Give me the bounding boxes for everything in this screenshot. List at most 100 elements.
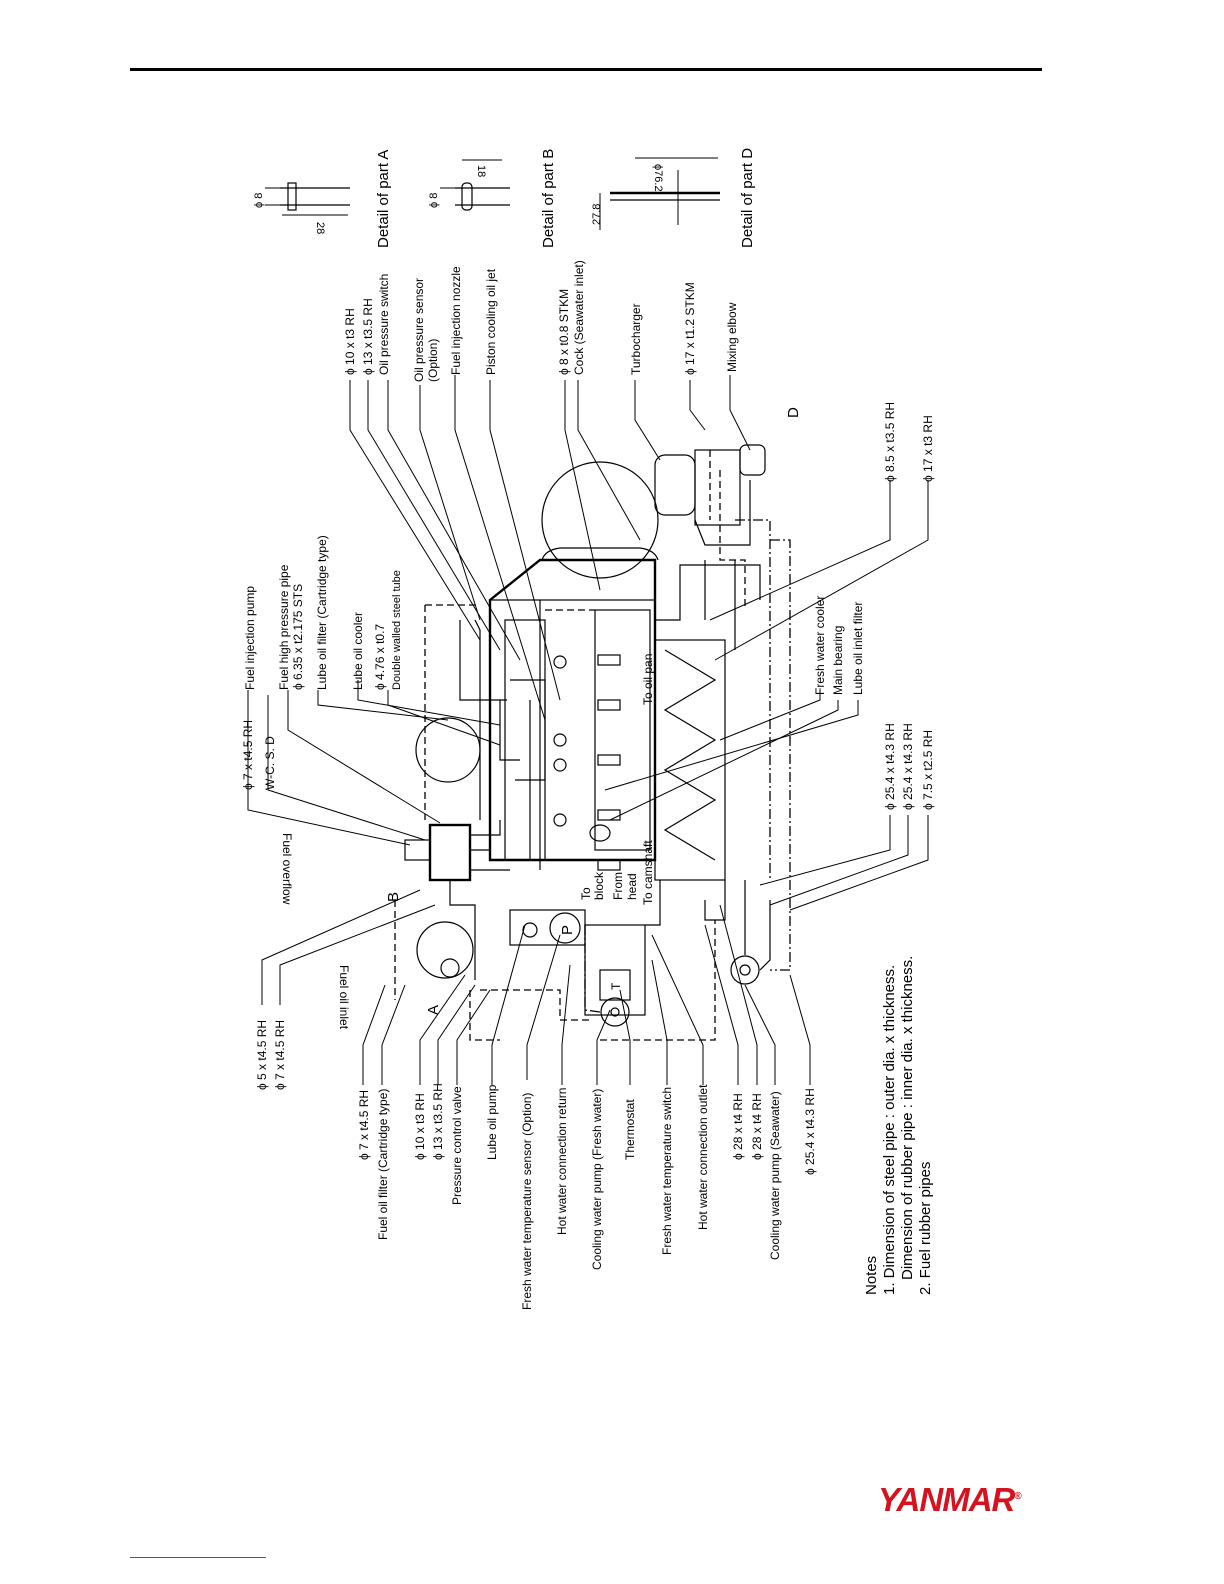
exhaust-manifold	[694, 449, 741, 526]
cylinder-heads	[553, 654, 621, 871]
label-piston-cooling-oil-jet: Piston cooling oil jet	[484, 268, 498, 375]
label-lube-oil-filter: Lube oil filter (Cartridge type)	[315, 535, 329, 690]
fresh-water-cooler-body	[654, 639, 726, 881]
marker-t: T	[609, 982, 623, 990]
fuel-injection-pump-body	[428, 823, 472, 882]
label-b-hot-water-return: Hot water connection return	[555, 1088, 569, 1235]
label-fuel-injection-nozzle: Fuel injection nozzle	[449, 266, 463, 375]
leader-lines	[247, 375, 929, 1085]
yanmar-logo: YANMAR®	[878, 1481, 1022, 1519]
lube-oil-pump-body	[549, 912, 581, 944]
engine-drawing	[394, 444, 791, 1041]
label-lube-oil-inlet-filter: Lube oil inlet filter	[851, 602, 865, 695]
label-p17-3: ϕ 17 x t3 RH	[921, 415, 935, 482]
label-to-block-2: block	[592, 871, 606, 900]
cooler-coil	[663, 649, 717, 861]
turbocharger-body	[654, 454, 696, 516]
mixing-elbow-body	[739, 444, 766, 476]
dim-b-len: 18	[475, 165, 487, 177]
label-p17-stkm: ϕ 17 x t1.2 STKM	[683, 282, 697, 375]
label-p10-3-top: ϕ 10 x t3 RH	[343, 308, 357, 375]
seawater-pump-body	[730, 955, 760, 985]
dim-d-dia: ϕ76.2	[652, 164, 664, 192]
label-option: (Option)	[426, 339, 440, 382]
label-p85-35: ϕ 8.5 x t3.5 RH	[883, 402, 897, 482]
logo-registered-mark: ®	[1014, 1491, 1021, 1502]
marker-b: B	[385, 892, 402, 902]
marker-d: D	[785, 407, 802, 418]
label-b-hot-water-outlet: Hot water connection outlet	[696, 1084, 710, 1230]
label-b-p7-45: ϕ 7 x t4.5 RH	[357, 1090, 371, 1160]
label-b-p28-4-a: ϕ 28 x t4 RH	[731, 1093, 745, 1160]
notes-heading: Notes	[863, 1256, 880, 1295]
label-from-head-2: head	[625, 873, 639, 900]
bottom-link-rule	[130, 1557, 266, 1558]
label-b-pressure-control-valve: Pressure control valve	[450, 1086, 464, 1205]
fuel-lines	[470, 820, 510, 871]
crankcase-outline	[489, 599, 656, 861]
label-fhp-dim: ϕ 6.35 x t2.175 STS	[291, 584, 305, 690]
label-dwt-dim: ϕ 4.76 x t0.7	[373, 624, 387, 690]
label-to-camshaft: To camshaft	[641, 840, 655, 905]
detail-b-view	[440, 159, 510, 211]
thermostat-body	[599, 969, 631, 1001]
label-detail-a: Detail of part A	[375, 150, 392, 248]
logo-text: YANMAR	[878, 1481, 1015, 1518]
label-cock-seawater: Cock (Seawater inlet)	[572, 260, 586, 375]
label-oil-pressure-sensor: Oil pressure sensor	[412, 278, 426, 382]
label-fuel-injection-pump: Fuel injection pump	[243, 586, 257, 690]
label-b-p13-35: ϕ 13 x t3.5 RH	[431, 1083, 445, 1160]
notes-line-2: Dimension of rubber pipe : inner dia. x …	[899, 956, 916, 1280]
label-mixing-elbow: Mixing elbow	[725, 302, 739, 372]
label-b-fw-temp-sensor: Fresh water temperature sensor (Option)	[520, 1093, 534, 1310]
label-b-fw-temp-switch: Fresh water temperature switch	[660, 1087, 674, 1255]
oil-pan-outline	[594, 609, 651, 851]
label-fuel-overflow: Fuel overflow	[280, 833, 294, 905]
fresh-water-pump-body	[600, 997, 630, 1027]
label-p8-stkm: ϕ 8 x t0.8 STKM	[557, 289, 571, 375]
detail-a-view	[265, 182, 350, 216]
label-fuel-high-pressure-pipe: Fuel high pressure pipe	[277, 564, 291, 690]
label-p13-35-top: ϕ 13 x t3.5 RH	[361, 298, 375, 375]
wcsd-body	[404, 839, 431, 861]
label-double-walled-tube: Double walled steel tube	[391, 570, 403, 690]
label-p5-45: ϕ 5 x t4.5 RH	[255, 1020, 269, 1090]
engine-block	[488, 558, 657, 862]
detail-d-view	[599, 157, 720, 230]
label-b-p28-4-b: ϕ 28 x t4 RH	[750, 1093, 764, 1160]
flywheel-housing	[541, 461, 659, 579]
label-b-thermostat: Thermostat	[623, 1099, 637, 1160]
label-p7-45-left: ϕ 7 x t4.5 RH	[273, 1020, 287, 1090]
label-turbocharger: Turbocharger	[629, 303, 643, 375]
label-p75-25: ϕ 7.5 x t2.5 RH	[921, 730, 935, 810]
housing-flange	[541, 547, 659, 561]
label-b-p254-43: ϕ 25.4 x t4.3 RH	[803, 1088, 817, 1175]
fuel-feed-pump-body	[416, 921, 474, 979]
dim-a-dia: ϕ 8	[253, 193, 265, 208]
notes-line-1: 1. Dimension of steel pipe : outer dia. …	[881, 965, 898, 1295]
label-p254-43-b: ϕ 25.4 x t4.3 RH	[901, 723, 915, 810]
label-p7-45-top: ϕ 7 x t4.5 RH	[241, 720, 255, 790]
label-b-cooling-pump-fresh: Cooling water pump (Fresh water)	[590, 1089, 604, 1270]
notes-block: Notes 1. Dimension of steel pipe : outer…	[863, 956, 934, 1295]
label-p254-43-a: ϕ 25.4 x t4.3 RH	[883, 723, 897, 810]
label-to-block-1: To	[579, 887, 593, 900]
label-detail-d: Detail of part D	[739, 148, 756, 248]
label-main-bearing: Main bearing	[831, 626, 845, 695]
label-fuel-oil-inlet: Fuel oil inlet	[337, 965, 351, 1030]
dim-a-len: 28	[314, 222, 326, 234]
label-oil-pressure-switch: Oil pressure switch	[377, 274, 391, 375]
label-to-oil-pan: To oil pan	[641, 654, 655, 705]
label-wcsd: W-C. S. D	[263, 736, 277, 790]
dim-d-h: 27.8	[591, 204, 603, 225]
label-b-cooling-pump-sea: Cooling water pump (Seawater)	[768, 1091, 782, 1260]
notes-line-3: 2. Fuel rubber pipes	[917, 1162, 934, 1295]
marker-a: A	[425, 1005, 442, 1015]
marker-p: P	[559, 925, 576, 935]
label-b-p10-3: ϕ 10 x t3 RH	[413, 1093, 427, 1160]
label-lube-oil-cooler: Lube oil cooler	[351, 612, 365, 690]
dim-b-dia: ϕ 8	[428, 193, 440, 208]
label-b-fuel-oil-filter: Fuel oil filter (Cartridge type)	[376, 1089, 390, 1240]
label-group: Fuel injection pump Fuel high pressure p…	[241, 148, 935, 1310]
